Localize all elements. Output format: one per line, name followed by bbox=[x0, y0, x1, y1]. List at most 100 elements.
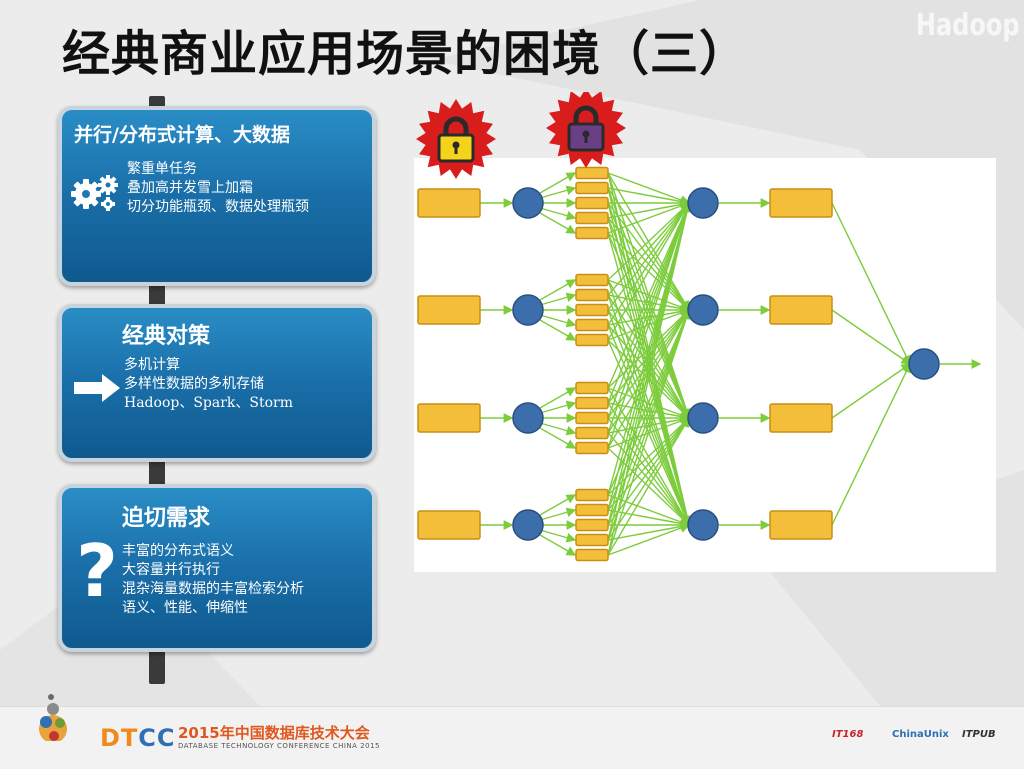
flow-arrow bbox=[607, 201, 691, 234]
slide-title: 经典商业应用场景的困境（三） bbox=[62, 26, 749, 82]
output-block bbox=[769, 188, 833, 218]
task-slot bbox=[575, 411, 609, 425]
sign-line: 丰富的分布式语义 bbox=[122, 543, 234, 559]
task-slot bbox=[575, 166, 609, 180]
flow-arrow bbox=[831, 363, 912, 419]
merge-node bbox=[687, 187, 719, 219]
logo-dt: DT bbox=[100, 724, 139, 752]
signpost-pole-1 bbox=[149, 284, 165, 306]
flow-arrow bbox=[607, 199, 691, 219]
flow-arrow bbox=[607, 416, 690, 526]
task-slot bbox=[575, 381, 609, 395]
sign-title: 经典对策 bbox=[122, 324, 211, 349]
dataflow-diagram bbox=[414, 92, 996, 572]
flow-arrow bbox=[607, 172, 691, 205]
task-slot bbox=[575, 333, 609, 347]
flow-arrow bbox=[539, 529, 577, 543]
flow-arrow bbox=[607, 308, 691, 496]
sign-line: 多样性数据的多机存储 bbox=[124, 376, 264, 392]
gears-icon bbox=[71, 175, 118, 211]
purple-lock-icon bbox=[546, 92, 626, 168]
flow-arrow bbox=[607, 308, 691, 541]
merge-node bbox=[687, 402, 719, 434]
yellow-lock-icon bbox=[416, 99, 496, 179]
flow-arrow bbox=[831, 309, 912, 365]
task-slot bbox=[575, 503, 609, 517]
task-slot bbox=[575, 181, 609, 195]
task-slot bbox=[575, 273, 609, 287]
flow-arrow bbox=[539, 494, 577, 516]
task-slot bbox=[575, 518, 609, 532]
arrow-right-icon bbox=[74, 374, 120, 402]
flow-arrow bbox=[539, 422, 577, 436]
input-block bbox=[417, 188, 481, 218]
task-slot bbox=[575, 303, 609, 317]
split-node bbox=[512, 402, 544, 434]
flow-arrow bbox=[607, 201, 692, 556]
dtcc-logo: DTCC bbox=[100, 724, 176, 752]
sponsor-it168: IT168 bbox=[832, 729, 864, 740]
svg-text:?: ? bbox=[76, 532, 118, 604]
flow-arrow bbox=[539, 279, 577, 301]
sign-line: 繁重单任务 bbox=[127, 161, 197, 177]
flow-arrow bbox=[831, 202, 911, 366]
diagram-shapes bbox=[417, 166, 940, 562]
flow-arrow bbox=[539, 212, 577, 234]
task-slot bbox=[575, 211, 609, 225]
diagram-panel bbox=[414, 158, 996, 572]
sign-line: 大容量并行执行 bbox=[122, 562, 220, 578]
output-block bbox=[769, 403, 833, 433]
sign-text-lines: 繁重单任务 叠加高并发雪上加霜 切分功能瓶颈、数据处理瓶颈 bbox=[127, 160, 309, 217]
sign-parallel-computing: 并行/分布式计算、大数据 繁重单任务 叠加高并发雪上加霜 切分功能瓶颈、数据处理… bbox=[58, 106, 376, 286]
merge-node bbox=[687, 509, 719, 541]
lock-shackle bbox=[573, 105, 599, 126]
flow-arrow bbox=[539, 319, 577, 341]
sign-title: 迫切需求 bbox=[122, 506, 211, 531]
task-slot bbox=[575, 396, 609, 410]
flow-arrow bbox=[607, 201, 690, 311]
flow-arrow bbox=[539, 185, 577, 199]
sign-urgent-needs: 迫切需求 ? 丰富的分布式语义 大容量并行执行 混杂海量数据的丰富检索分析 语义… bbox=[58, 484, 376, 652]
flow-arrow bbox=[539, 400, 577, 414]
flow-arrow bbox=[539, 427, 577, 449]
sign-text-lines: 丰富的分布式语义 大容量并行执行 混杂海量数据的丰富检索分析 语义、性能、伸缩性 bbox=[122, 542, 304, 618]
task-slot bbox=[575, 288, 609, 302]
output-block bbox=[769, 510, 833, 540]
diagram-locks bbox=[416, 92, 626, 179]
signpost-pole-bottom bbox=[149, 650, 165, 684]
split-node bbox=[512, 509, 544, 541]
flow-arrow bbox=[607, 308, 691, 526]
footer: DTCC 2015年中国数据库技术大会 DATABASE TECHNOLOGY … bbox=[0, 694, 1024, 769]
merge-node bbox=[687, 294, 719, 326]
sign-line: 混杂海量数据的丰富检索分析 bbox=[122, 581, 304, 597]
task-slot bbox=[575, 196, 609, 210]
flow-arrow bbox=[607, 201, 692, 449]
lock-keyhole-slot bbox=[584, 135, 588, 143]
task-slot bbox=[575, 318, 609, 332]
output-block bbox=[769, 295, 833, 325]
flow-arrow bbox=[539, 534, 577, 556]
conference-name: 2015年中国数据库技术大会 bbox=[178, 724, 370, 742]
flow-arrow bbox=[607, 201, 690, 341]
flow-arrow bbox=[607, 201, 691, 419]
input-block bbox=[417, 403, 481, 433]
flow-arrow bbox=[607, 416, 690, 541]
sign-title: 并行/分布式计算、大数据 bbox=[74, 124, 290, 146]
flow-arrow bbox=[539, 387, 577, 409]
task-slot bbox=[575, 488, 609, 502]
signpost-pole-2 bbox=[149, 460, 165, 486]
flow-arrow bbox=[539, 172, 577, 194]
flow-arrow bbox=[539, 292, 577, 306]
task-slot bbox=[575, 441, 609, 455]
sign-line: 叠加高并发雪上加霜 bbox=[127, 180, 253, 196]
sign-line: 语义、性能、伸缩性 bbox=[122, 600, 248, 616]
flow-arrow bbox=[607, 201, 691, 434]
split-node bbox=[512, 187, 544, 219]
flow-arrow bbox=[831, 362, 911, 526]
flow-arrow bbox=[539, 507, 577, 521]
sink-node bbox=[908, 348, 940, 380]
flow-arrow bbox=[607, 187, 691, 207]
sign-line: Hadoop、Spark、Storm bbox=[124, 395, 294, 411]
dtcc-emblem-icon bbox=[39, 694, 67, 741]
sign-line: 切分功能瓶颈、数据处理瓶颈 bbox=[127, 199, 309, 215]
